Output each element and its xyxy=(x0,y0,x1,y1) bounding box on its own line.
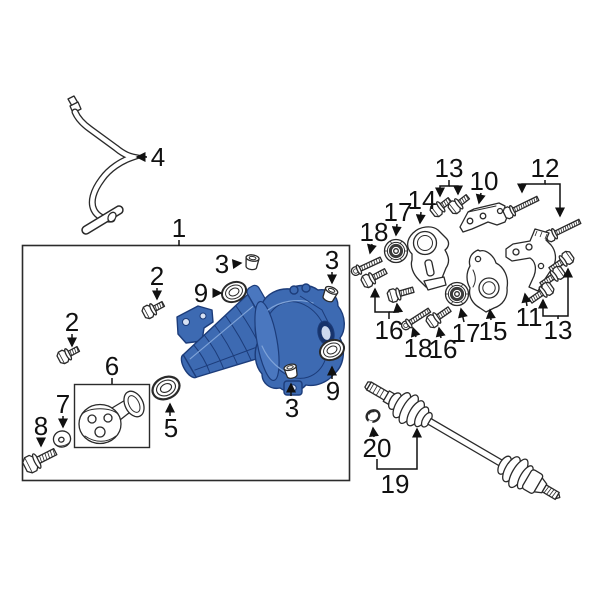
bolt-8 xyxy=(20,443,60,476)
callout-label-9[interactable]: 9 xyxy=(194,278,208,308)
callout-leader-line xyxy=(475,192,486,205)
bolt-12-b xyxy=(543,215,584,244)
bolt-2-left xyxy=(55,342,82,366)
bracket-15 xyxy=(466,249,509,313)
callout-label-12[interactable]: 12 xyxy=(531,153,560,183)
callout-label-5[interactable]: 5 xyxy=(164,413,178,443)
callout-label-17[interactable]: 17 xyxy=(384,197,413,227)
callout-9-11[interactable]: 9 xyxy=(194,278,223,308)
bolt-12-a xyxy=(501,192,542,221)
callout-17-22[interactable]: 17 xyxy=(384,197,413,237)
callout-label-13[interactable]: 13 xyxy=(435,153,464,183)
callout-1-0[interactable]: 1 xyxy=(172,213,186,246)
bushing-17-b xyxy=(444,281,470,307)
callout-15-19[interactable]: 15 xyxy=(479,308,508,346)
callout-label-6[interactable]: 6 xyxy=(105,351,119,381)
callout-5-7[interactable]: 5 xyxy=(164,402,178,443)
callout-label-16[interactable]: 16 xyxy=(429,334,458,364)
callout-9-12[interactable]: 9 xyxy=(326,365,340,406)
plug-3-top xyxy=(243,253,261,272)
callout-18-25[interactable]: 18 xyxy=(404,326,433,363)
callout-label-13[interactable]: 13 xyxy=(544,315,573,345)
callout-12-15[interactable]: 12 xyxy=(517,153,565,218)
bracket-11 xyxy=(505,228,557,292)
callout-17-23[interactable]: 17 xyxy=(452,307,481,348)
callout-18-24[interactable]: 18 xyxy=(360,217,389,255)
bolt-16-c xyxy=(423,303,454,330)
callout-leader-line xyxy=(389,302,404,314)
callout-label-18[interactable]: 18 xyxy=(360,217,389,247)
washer-7 xyxy=(52,430,72,448)
callout-3-3[interactable]: 3 xyxy=(215,249,243,279)
bolt-2-top xyxy=(140,297,167,321)
callout-label-4[interactable]: 4 xyxy=(151,142,165,172)
callout-13-17[interactable]: 13 xyxy=(538,267,573,345)
callout-leader-line xyxy=(558,267,573,317)
callout-13-16[interactable]: 13 xyxy=(435,153,464,198)
callout-leader-line xyxy=(368,426,379,438)
callout-label-8[interactable]: 8 xyxy=(34,411,48,441)
callout-leader-line xyxy=(521,292,532,307)
bolt-16-b xyxy=(385,282,416,304)
callout-label-3[interactable]: 3 xyxy=(215,249,229,279)
callout-16-20[interactable]: 16 xyxy=(370,287,404,345)
callout-3-4[interactable]: 3 xyxy=(325,245,339,285)
bracket-14 xyxy=(406,226,450,291)
callout-2-1[interactable]: 2 xyxy=(150,261,164,301)
callout-label-18[interactable]: 18 xyxy=(404,333,433,363)
callout-leader-line xyxy=(458,307,468,323)
callout-leader-line xyxy=(231,259,243,270)
differential-assembly xyxy=(176,283,345,396)
callout-leader-line xyxy=(485,308,496,321)
callout-leader-line xyxy=(545,183,565,218)
callout-leader-line xyxy=(410,326,421,338)
callout-leader-line xyxy=(435,180,450,198)
cv-kit-box-6 xyxy=(73,383,151,449)
callout-20-27[interactable]: 20 xyxy=(363,426,392,463)
snap-ring-20 xyxy=(365,409,381,424)
callout-leader-line xyxy=(449,185,463,196)
seal-5 xyxy=(147,371,185,405)
callout-7-9[interactable]: 7 xyxy=(56,389,70,429)
callout-label-16[interactable]: 16 xyxy=(375,315,404,345)
bracket-10 xyxy=(459,202,509,233)
callout-19-26[interactable]: 19 xyxy=(376,427,422,499)
callout-label-11[interactable]: 11 xyxy=(516,302,543,332)
axle-shaft xyxy=(364,381,561,501)
callout-leader-line xyxy=(391,223,402,237)
callout-label-14[interactable]: 14 xyxy=(408,185,437,215)
callout-2-2[interactable]: 2 xyxy=(65,307,79,348)
callout-16-21[interactable]: 16 xyxy=(429,326,458,364)
callout-8-10[interactable]: 8 xyxy=(34,411,48,448)
callout-4-6[interactable]: 4 xyxy=(135,142,165,172)
callout-6-8[interactable]: 6 xyxy=(105,351,119,384)
vent-tube xyxy=(67,95,147,235)
callout-leader-line xyxy=(415,211,426,225)
callout-label-10[interactable]: 10 xyxy=(470,166,499,196)
callout-label-2[interactable]: 2 xyxy=(65,307,79,337)
callout-label-9[interactable]: 9 xyxy=(326,376,340,406)
callout-leader-line xyxy=(538,298,559,319)
callout-label-15[interactable]: 15 xyxy=(479,316,508,346)
assembly-box-1 xyxy=(21,244,351,482)
callout-leader-line xyxy=(366,243,377,255)
callout-10-13[interactable]: 10 xyxy=(470,166,499,205)
callout-label-17[interactable]: 17 xyxy=(452,318,481,348)
callout-label-20[interactable]: 20 xyxy=(363,433,392,463)
callout-label-19[interactable]: 19 xyxy=(381,469,410,499)
callout-label-2[interactable]: 2 xyxy=(150,261,164,291)
callout-label-3[interactable]: 3 xyxy=(325,245,339,275)
callout-label-1[interactable]: 1 xyxy=(172,213,186,243)
callout-leader-line xyxy=(517,180,546,194)
callout-label-7[interactable]: 7 xyxy=(56,389,70,419)
cv-joint xyxy=(78,390,145,445)
callout-leader-line xyxy=(435,326,446,339)
callout-leader-line xyxy=(370,287,390,319)
callout-3-5[interactable]: 3 xyxy=(285,382,299,423)
callout-label-3[interactable]: 3 xyxy=(285,393,299,423)
callout-leader-line xyxy=(376,427,422,470)
callout-14-18[interactable]: 14 xyxy=(408,185,437,225)
